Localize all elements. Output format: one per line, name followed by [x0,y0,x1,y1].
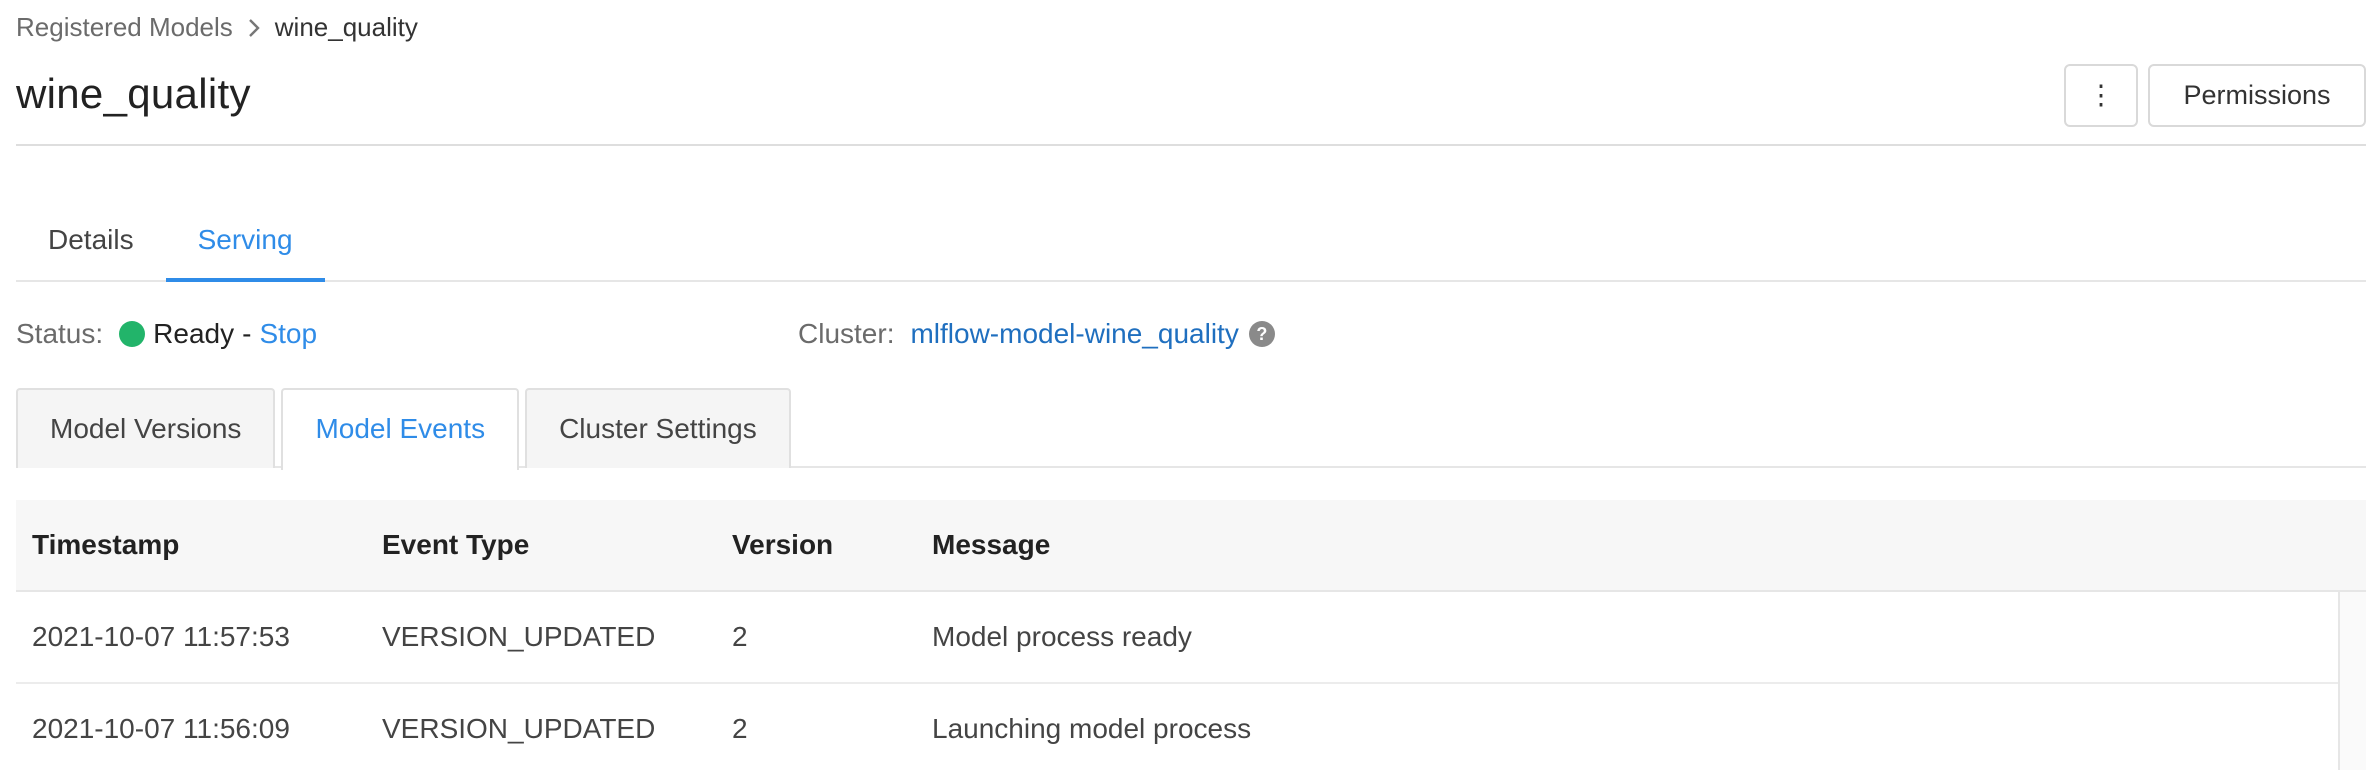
header-divider [16,144,2366,146]
cluster-label: Cluster: [798,318,895,349]
tab-serving[interactable]: Serving [165,200,325,282]
main-tabs: Details Serving [16,200,2366,282]
cluster-link[interactable]: mlflow-model-wine_quality [910,318,1239,349]
column-header-timestamp[interactable]: Timestamp [32,529,180,560]
kebab-menu-icon: ⋮ [2087,80,2115,110]
stop-serving-link[interactable]: Stop [259,318,318,349]
serving-status: Status: Ready - Stop [16,318,317,350]
more-options-button[interactable]: ⋮ [2064,64,2138,127]
cell-message: Launching model process [932,713,1252,744]
cell-message: Model process ready [932,621,1192,652]
help-icon[interactable]: ? [1248,321,1275,347]
subtab-model-versions[interactable]: Model Versions [16,388,276,468]
cell-timestamp: 2021-10-07 11:57:53 [32,621,290,652]
status-value: Ready [153,318,235,349]
breadcrumb-current: wine_quality [274,12,418,42]
status-ready-icon [119,321,146,347]
cell-version: 2 [732,621,748,652]
table-row: 2021-10-07 11:57:53 VERSION_UPDATED 2 Mo… [16,592,2366,684]
status-separator: - [242,318,252,349]
tab-details[interactable]: Details [48,224,134,255]
status-label: Status: [16,318,104,349]
permissions-button[interactable]: Permissions [2148,64,2366,127]
breadcrumb: Registered Models wine_quality [16,12,418,43]
table-row: 2021-10-07 11:56:09 VERSION_UPDATED 2 La… [16,684,2366,770]
table-scrollbar[interactable] [2338,592,2366,770]
cell-version: 2 [732,713,748,744]
header-actions: ⋮ Permissions [2064,64,2366,127]
column-header-message[interactable]: Message [932,529,1051,560]
column-header-event-type[interactable]: Event Type [382,529,530,560]
model-events-table: Timestamp Event Type Version Message 202… [16,500,2366,770]
cell-timestamp: 2021-10-07 11:56:09 [32,713,290,744]
serving-cluster: Cluster: mlflow-model-wine_quality ? [798,318,1275,350]
subtab-model-events[interactable]: Model Events [281,388,520,470]
table-header: Timestamp Event Type Version Message [16,500,2366,592]
breadcrumb-registered-models-link[interactable]: Registered Models [16,12,233,42]
cell-event-type: VERSION_UPDATED [382,713,656,744]
subtab-cluster-settings[interactable]: Cluster Settings [525,388,791,468]
serving-subtabs: Model Versions Model Events Cluster Sett… [16,388,2366,470]
cell-event-type: VERSION_UPDATED [382,621,656,652]
chevron-right-icon [247,17,261,39]
page-title: wine_quality [16,70,251,117]
column-header-version[interactable]: Version [732,529,834,560]
